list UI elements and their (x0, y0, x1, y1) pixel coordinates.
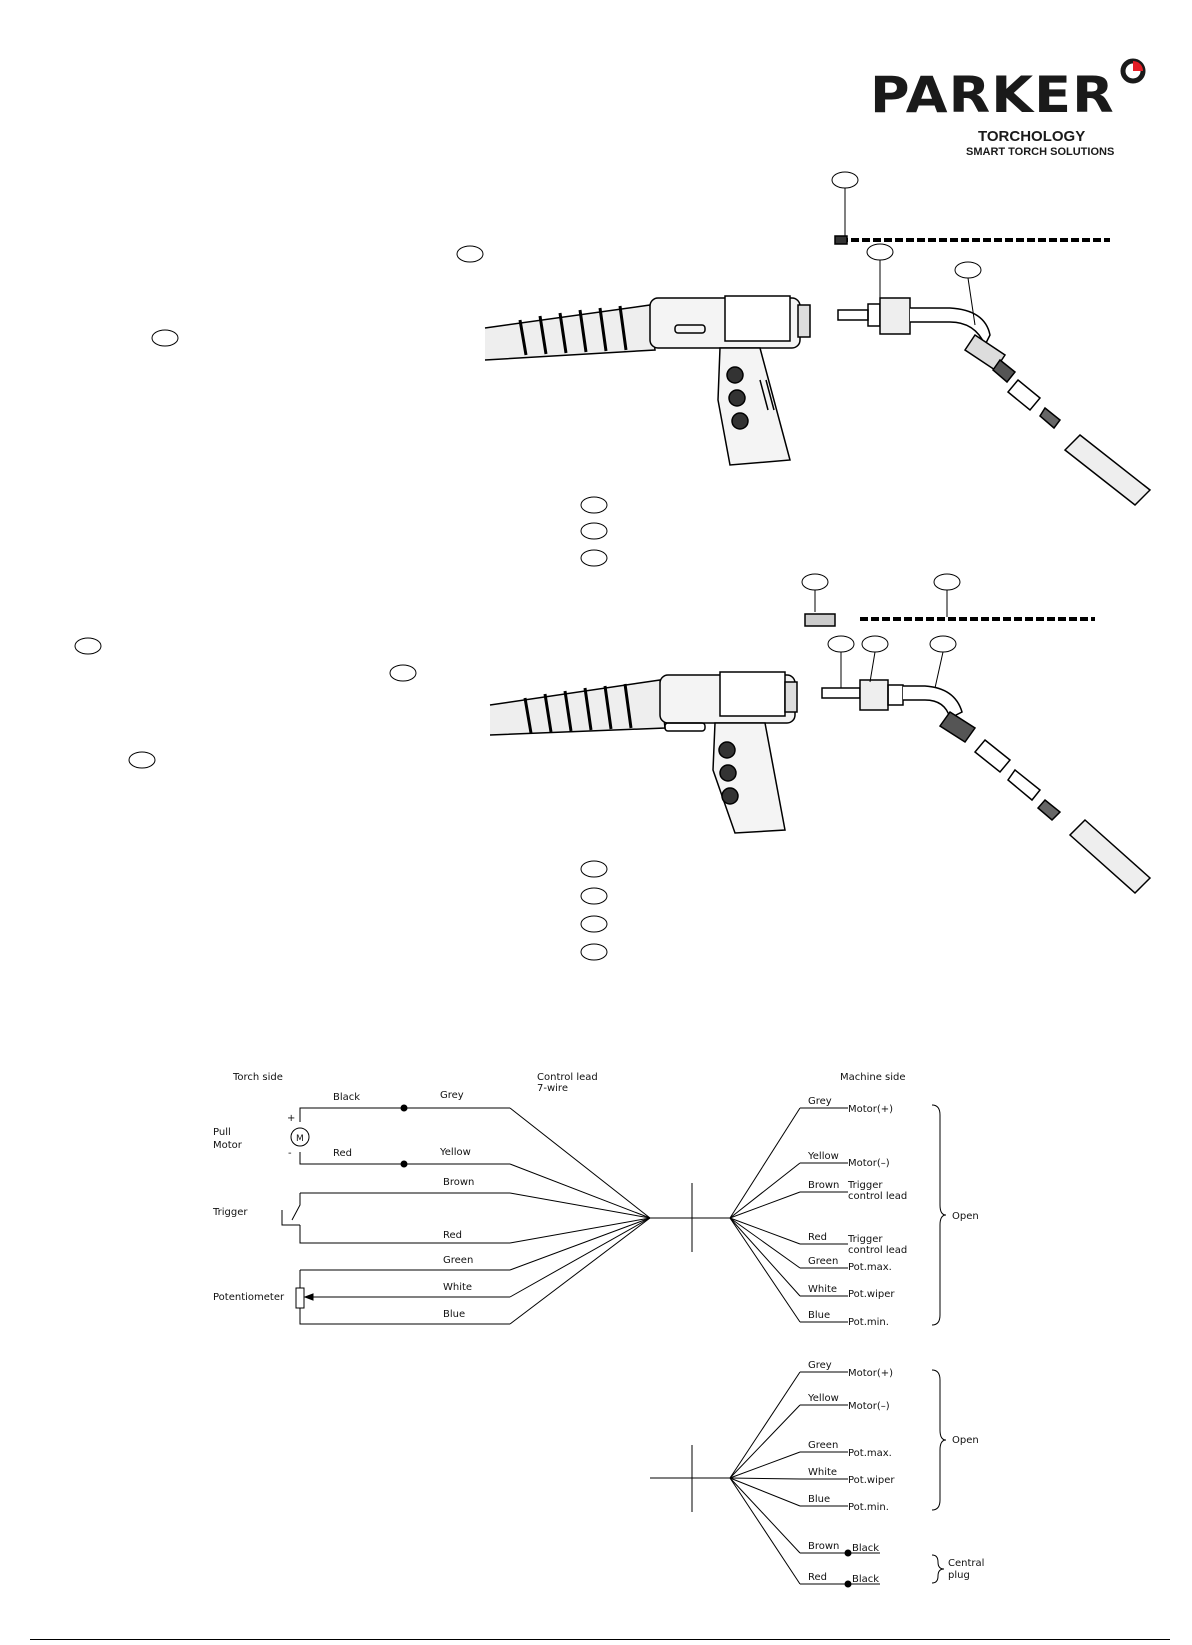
exploded-parts-1 (834, 235, 1152, 507)
callout-balloons-1 (151, 171, 982, 567)
wire-grey: Grey (440, 1090, 464, 1101)
machine-b-black2: Black (852, 1574, 879, 1585)
machine-a-trigger2b: control lead (848, 1245, 907, 1256)
machine-b-pot-max: Pot.max. (848, 1448, 892, 1459)
torch-illustration-2 (489, 671, 798, 834)
brand-line1: TORCHOLOGY (978, 128, 1086, 145)
trigger-label: Trigger (212, 1207, 248, 1218)
wire-white: White (443, 1282, 472, 1293)
potentiometer-label: Potentiometer (213, 1292, 285, 1303)
machine-a-grey: Grey (808, 1096, 832, 1107)
machine-a-pot-min: Pot.min. (848, 1317, 889, 1328)
machine-b-open: Open (952, 1435, 979, 1446)
wiring-diagram-1 (281, 1104, 947, 1326)
machine-b-blue: Blue (808, 1494, 830, 1505)
machine-a-white: White (808, 1284, 837, 1295)
wiring-diagram-2 (650, 1369, 947, 1588)
machine-a-trigger2a: Trigger (847, 1234, 883, 1245)
wiring-labels-2: Grey Motor(+) Yellow Motor(–) Green Pot.… (807, 1360, 984, 1585)
machine-a-motor-minus: Motor(–) (848, 1158, 890, 1169)
central-plug-label-1: Central (948, 1558, 984, 1569)
wire-blue: Blue (443, 1309, 465, 1320)
exploded-parts-2 (804, 613, 1152, 895)
brand-mark-icon (1120, 58, 1146, 84)
machine-b-green: Green (808, 1440, 838, 1451)
machine-b-red: Red (808, 1572, 827, 1583)
machine-b-yellow: Yellow (807, 1393, 839, 1404)
machine-b-white: White (808, 1467, 837, 1478)
machine-a-red: Red (808, 1232, 827, 1243)
machine-a-yellow: Yellow (807, 1151, 839, 1162)
central-plug-label-2: plug (948, 1570, 970, 1581)
control-lead-label: Control lead (537, 1072, 598, 1083)
machine-b-grey: Grey (808, 1360, 832, 1371)
parker-logo: PARKER TORCHOLOGY SMART TORCH SOLUTIONS (870, 58, 1160, 158)
footer-rule (30, 1639, 1170, 1640)
wire-red-trigger: Red (443, 1230, 462, 1241)
machine-b-pot-min: Pot.min. (848, 1502, 889, 1513)
minus-sign: - (288, 1148, 292, 1159)
control-lead-sub-label: 7-wire (537, 1083, 568, 1094)
machine-a-green: Green (808, 1256, 838, 1267)
wire-brown: Brown (443, 1177, 474, 1188)
machine-a-pot-wiper: Pot.wiper (848, 1289, 895, 1300)
machine-a-brown: Brown (808, 1180, 839, 1191)
pull-motor-label-1: Pull (213, 1127, 231, 1138)
torch-illustration-1 (484, 295, 811, 466)
brand-line2: SMART TORCH SOLUTIONS (966, 146, 1115, 158)
wire-black: Black (333, 1092, 360, 1103)
machine-b-black1: Black (852, 1543, 879, 1554)
machine-b-motor-minus: Motor(–) (848, 1401, 890, 1412)
wire-yellow: Yellow (439, 1147, 471, 1158)
plus-sign: + (287, 1113, 295, 1124)
machine-b-brown: Brown (808, 1541, 839, 1552)
motor-symbol: M (296, 1134, 304, 1144)
wire-red-motor: Red (333, 1148, 352, 1159)
machine-b-motor-plus: Motor(+) (848, 1368, 893, 1379)
wiring-labels-1: Torch side Control lead 7-wire Machine s… (212, 1072, 979, 1328)
machine-b-pot-wiper: Pot.wiper (848, 1475, 895, 1486)
machine-a-motor-plus: Motor(+) (848, 1104, 893, 1115)
pull-motor-label-2: Motor (213, 1140, 243, 1151)
wire-green: Green (443, 1255, 473, 1266)
machine-a-open: Open (952, 1211, 979, 1222)
machine-a-trigger1b: control lead (848, 1191, 907, 1202)
brand-name: PARKER (870, 66, 1115, 124)
machine-a-pot-max: Pot.max. (848, 1262, 892, 1273)
machine-side-label: Machine side (840, 1072, 906, 1083)
machine-a-blue: Blue (808, 1310, 830, 1321)
torch-side-label: Torch side (232, 1072, 283, 1083)
callout-balloons-2 (74, 573, 961, 961)
machine-a-trigger1a: Trigger (847, 1180, 883, 1191)
